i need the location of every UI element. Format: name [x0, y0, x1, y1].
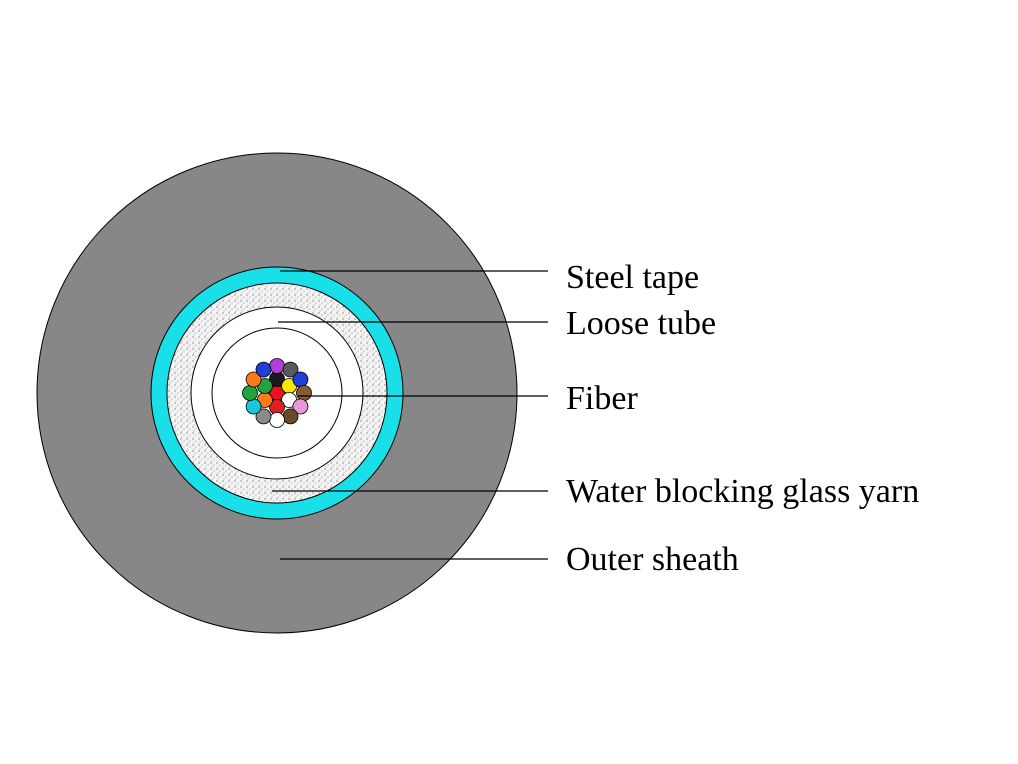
fiber-17 — [242, 385, 258, 401]
label-water-blocking-glass-yarn: Water blocking glass yarn — [566, 473, 919, 510]
fiber-14 — [269, 412, 285, 428]
fiber-8 — [269, 358, 285, 374]
fiber-10 — [292, 371, 309, 388]
fiber-18 — [245, 371, 262, 388]
label-fiber: Fiber — [566, 380, 638, 417]
label-loose-tube: Loose tube — [566, 305, 716, 342]
fiber-11 — [296, 385, 312, 401]
fiber-19 — [255, 361, 272, 378]
fiber-9 — [282, 361, 299, 378]
label-outer-sheath: Outer sheath — [566, 541, 739, 578]
fiber-13 — [282, 408, 299, 425]
fiber-bundle — [242, 358, 312, 428]
label-steel-tape: Steel tape — [566, 259, 699, 296]
fiber-12 — [292, 398, 309, 415]
fiber-16 — [245, 398, 262, 415]
fiber-15 — [255, 408, 272, 425]
